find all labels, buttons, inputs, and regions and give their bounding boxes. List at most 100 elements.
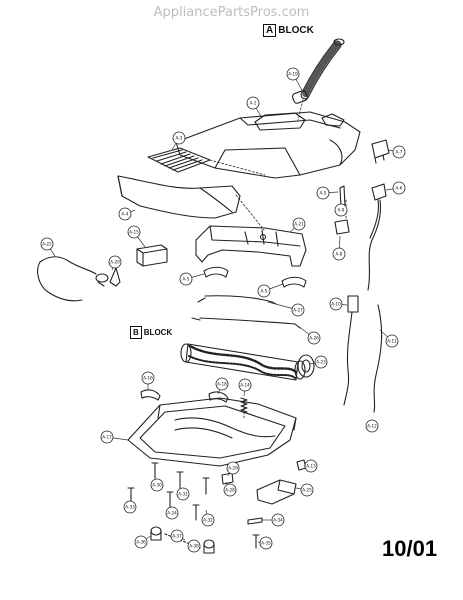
callout-bubble	[365, 419, 379, 433]
callout-label: A-34	[273, 518, 283, 523]
callout-label: A-16	[143, 376, 153, 381]
callout-bubble	[108, 255, 122, 269]
front-panel-part	[117, 175, 241, 219]
callout-bubble	[215, 377, 229, 391]
wheel-part	[150, 526, 162, 536]
wheel-part	[203, 543, 215, 554]
callout-label: A-30	[152, 483, 162, 488]
callout-label: A-5	[261, 289, 268, 294]
small-part	[334, 219, 350, 235]
light-cord-part	[37, 256, 121, 302]
callout-label: A-11	[387, 339, 397, 344]
callout-label: A-13	[306, 464, 316, 469]
wire-part	[204, 295, 273, 303]
callout-label: A-33	[125, 505, 135, 510]
callout-label: A-28	[225, 488, 235, 493]
callout-bubble	[223, 483, 237, 497]
callout-bubble	[292, 217, 306, 231]
callout-label: A-21	[294, 222, 304, 227]
cord-part	[343, 295, 383, 413]
switch-part	[367, 139, 390, 291]
screw-part	[127, 462, 260, 549]
top-cover-part	[175, 111, 361, 179]
callout-bubble	[134, 535, 148, 549]
callout-label: A-14	[240, 383, 250, 388]
callout-bubble	[332, 247, 346, 261]
callout-bubble	[118, 207, 132, 221]
callout-label: A-4	[122, 212, 129, 217]
callout-bubble	[385, 334, 399, 348]
clip-part	[296, 459, 307, 471]
end-cap-part	[297, 354, 315, 378]
wheel-part	[150, 530, 162, 541]
block-a-letter: A	[263, 24, 277, 37]
block-a-word: BLOCK	[278, 25, 314, 36]
callout-label: A-1	[250, 101, 257, 106]
callout-bubble	[304, 459, 318, 473]
wire-part	[199, 317, 296, 325]
callout-bubble	[187, 539, 201, 553]
callout-label: A-7	[396, 150, 403, 155]
block-b-letter: B	[130, 326, 142, 339]
callout-bubble	[201, 513, 215, 527]
callout-bubble	[334, 203, 348, 217]
clip-part	[221, 472, 234, 485]
callout-label: A-25	[302, 488, 312, 493]
revision-date: 10/01	[382, 536, 438, 561]
callout-label: A-5	[183, 277, 190, 282]
callout-bubble	[170, 529, 184, 543]
pedal-part	[256, 479, 297, 505]
callout-label: A-37	[172, 534, 182, 539]
callout-label: A-23	[316, 360, 326, 365]
callout-label: A-6	[396, 186, 403, 191]
callout-bubble	[165, 506, 179, 520]
callout-label: A-38	[189, 544, 199, 549]
callout-bubble	[40, 237, 54, 251]
callout-label: A-24	[167, 511, 177, 516]
callout-label: A-15	[129, 230, 139, 235]
callout-label: A-17	[102, 435, 112, 440]
callout-bubble	[246, 96, 260, 110]
wire-part	[191, 317, 301, 329]
callout-bubble	[179, 272, 193, 286]
callout-label: A-22	[42, 242, 52, 247]
wheel-part	[203, 539, 215, 549]
clip-part	[247, 517, 263, 525]
callout-bubble	[307, 331, 321, 345]
callout-bubble	[392, 145, 406, 159]
callout-bubble	[316, 186, 330, 200]
callout-bubble	[100, 430, 114, 444]
gasket-part	[203, 266, 229, 278]
callout-label: A-36	[136, 540, 146, 545]
callout-bubble	[127, 225, 141, 239]
cover-part	[140, 389, 161, 401]
callout-label: A-35	[261, 541, 271, 546]
callout-bubble	[123, 500, 137, 514]
gasket-part	[281, 276, 307, 288]
hose-part	[292, 38, 345, 104]
callout-bubble	[291, 303, 305, 317]
callout-label: A-5	[320, 191, 327, 196]
watermark: AppliancePartsPros.com	[153, 5, 310, 20]
callout-bubble	[286, 67, 300, 81]
base-plate-part	[127, 397, 297, 467]
callout-label: A-19	[288, 72, 298, 77]
callout-bubble	[257, 284, 271, 298]
callout-label: A-3	[176, 136, 183, 141]
bracket-part	[136, 244, 168, 267]
callout-bubble	[226, 461, 240, 475]
callout-label: A-27	[293, 308, 303, 313]
callout-bubble	[314, 355, 328, 369]
callout-bubble	[329, 297, 343, 311]
callout-bubble	[172, 131, 186, 145]
callout-label: A-8	[336, 252, 343, 257]
callout-bubble	[392, 181, 406, 195]
callout-label: A-12	[367, 424, 377, 429]
callout-bubble	[300, 483, 314, 497]
callout-label: A-9	[338, 208, 345, 213]
callout-bubble	[141, 371, 155, 385]
